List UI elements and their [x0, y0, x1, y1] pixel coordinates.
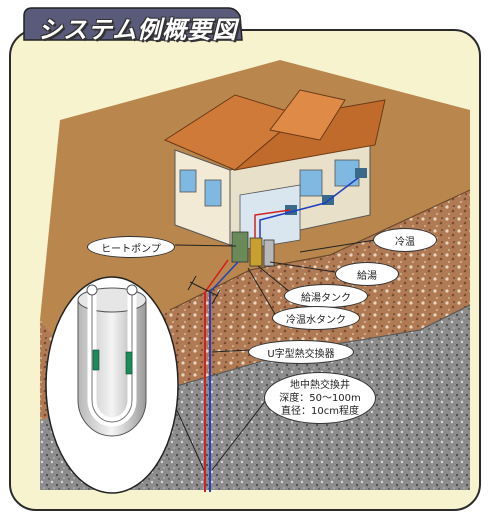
label-ground-well: 地中熱交換井 深度：50～100m 直径：10cm程度 — [264, 372, 376, 424]
well-diameter: 直径：10cm程度 — [281, 405, 359, 417]
house — [163, 89, 386, 267]
label-hot-water-supply: 給湯 — [335, 262, 399, 286]
u-tube-inset — [45, 276, 179, 494]
title-tab-shape — [23, 7, 243, 41]
diagram-title: システム例概要図 — [38, 16, 238, 44]
label-u-tube-exchanger: U字型熱交換器 — [248, 340, 354, 364]
label-cooling-heating: 冷温 — [373, 228, 437, 252]
label-heat-pump: ヒートポンプ — [87, 236, 175, 258]
label-chilled-hot-water-tank: 冷温水タンク — [272, 306, 360, 330]
well-depth: 深度：50～100m — [279, 392, 361, 404]
well-title: 地中熱交換井 — [290, 379, 350, 391]
label-hot-water-tank: 給湯タンク — [284, 284, 368, 308]
